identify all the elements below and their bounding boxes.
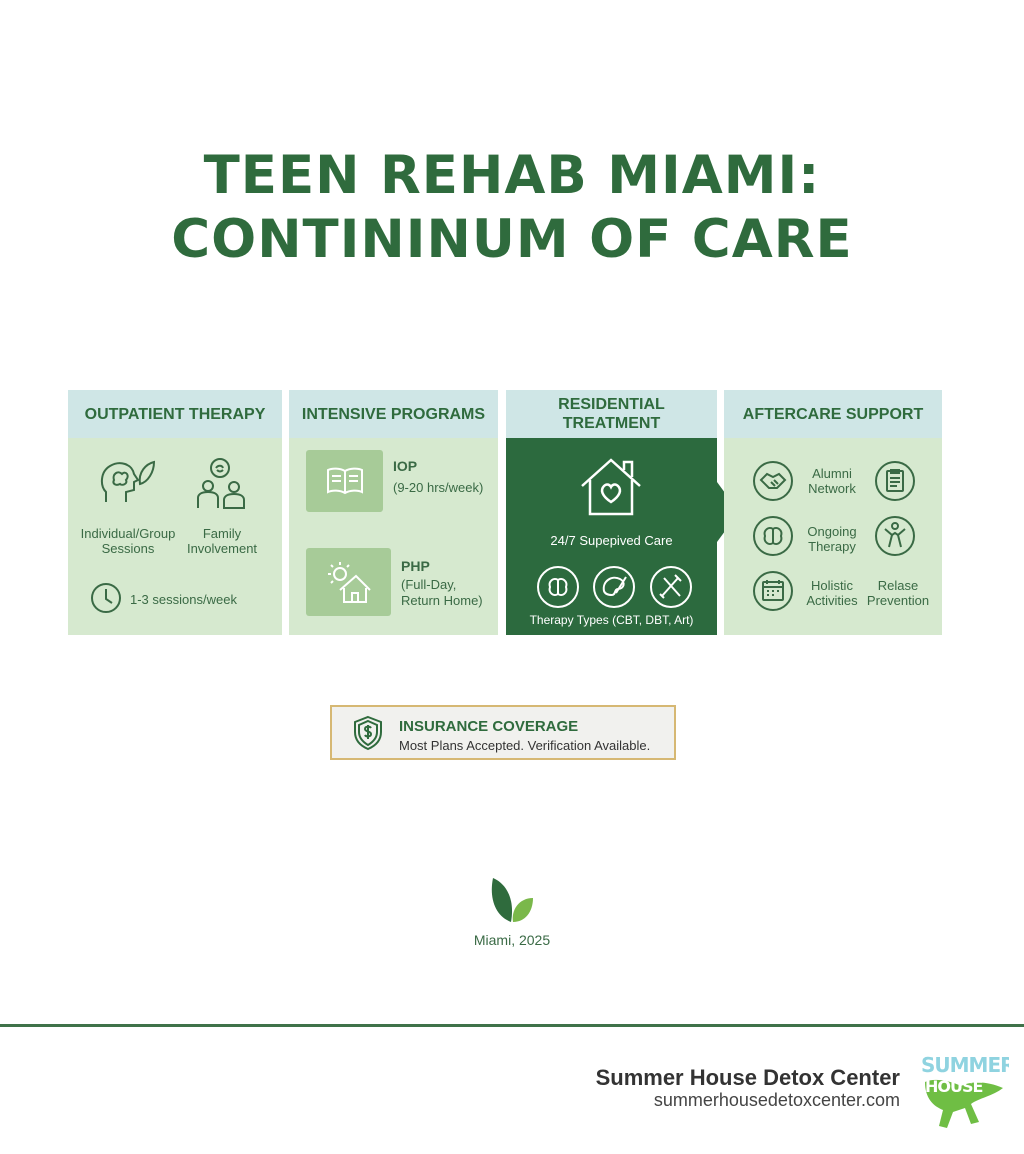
stage-heading: RESIDENTIAL TREATMENT	[506, 390, 717, 438]
title-line-2: CONTININUM OF CARE	[171, 209, 853, 270]
label-therapy-types: Therapy Types (CBT, DBT, Art)	[529, 613, 694, 627]
sun-house-icon	[326, 560, 372, 604]
label-supervised-care: 24/7 Supepived Care	[550, 533, 673, 548]
label-alumni-network: Alumni Network	[808, 466, 856, 496]
location-date: Miami, 2025	[473, 932, 551, 948]
calendar-icon	[752, 570, 794, 612]
shield-dollar-icon	[352, 715, 384, 751]
footer-divider	[0, 1024, 1024, 1027]
stage-heading: INTENSIVE PROGRAMS	[289, 390, 498, 438]
clock-icon	[90, 582, 122, 614]
label-individual-group: Individual/Group Sessions	[80, 526, 176, 556]
summer-house-logo: SUMMER HOUSE	[919, 1052, 1016, 1132]
stage-heading: OUTPATIENT THERAPY	[68, 390, 282, 438]
brain-icon	[752, 515, 794, 557]
book-icon	[326, 467, 364, 495]
palette-icon	[592, 565, 636, 609]
leaf-icon	[489, 876, 535, 924]
label-sessions-per-week: 1-3 sessions/week	[130, 592, 237, 607]
insurance-title: INSURANCE COVERAGE	[399, 718, 579, 735]
brain-icon	[536, 565, 580, 609]
person-icon	[874, 515, 916, 557]
iop-detail: (9-20 hrs/week)	[393, 480, 484, 495]
tools-icon	[649, 565, 693, 609]
php-name: PHP	[401, 558, 430, 574]
brain-leaf-icon	[98, 458, 156, 506]
php-tile	[306, 548, 391, 616]
stage-aftercare: AFTERCARE SUPPORT Alumni Network Ongoing…	[724, 390, 942, 635]
title-line-1: TEEN REHAB MIAMI:	[203, 145, 821, 206]
label-ongoing-therapy: Ongoing Therapy	[807, 524, 857, 554]
stage-heading: AFTERCARE SUPPORT	[724, 390, 942, 438]
clipboard-icon	[874, 460, 916, 502]
stage-outpatient: OUTPATIENT THERAPY Individual/Group Sess…	[68, 390, 282, 635]
page-title: TEEN REHAB MIAMI: CONTININUM OF CARE	[0, 144, 1024, 272]
insurance-subtitle: Most Plans Accepted. Verification Availa…	[399, 738, 651, 753]
label-holistic-activities: Holistic Activities	[806, 578, 858, 608]
label-relapse-prevention: Relase Prevention	[866, 578, 930, 608]
handshake-icon	[752, 460, 794, 502]
house-heart-icon	[578, 456, 644, 518]
php-detail: (Full-Day, Return Home)	[401, 577, 483, 608]
iop-name: IOP	[393, 458, 418, 474]
insurance-coverage-box: INSURANCE COVERAGE Most Plans Accepted. …	[330, 705, 676, 760]
svg-text:SUMMER: SUMMER	[921, 1053, 1009, 1077]
stage-residential: RESIDENTIAL TREATMENT 24/7 Supepived Car…	[506, 390, 717, 635]
label-family: Family Involvement	[186, 526, 258, 556]
family-icon	[190, 456, 250, 510]
iop-tile	[306, 450, 383, 512]
svg-text:HOUSE: HOUSE	[925, 1077, 983, 1096]
stage-intensive: INTENSIVE PROGRAMS IOP (9-20 hrs/week) P…	[289, 390, 498, 635]
organization-url[interactable]: summerhousedetoxcenter.com	[653, 1090, 900, 1110]
organization-name: Summer House Detox Center	[595, 1065, 900, 1090]
